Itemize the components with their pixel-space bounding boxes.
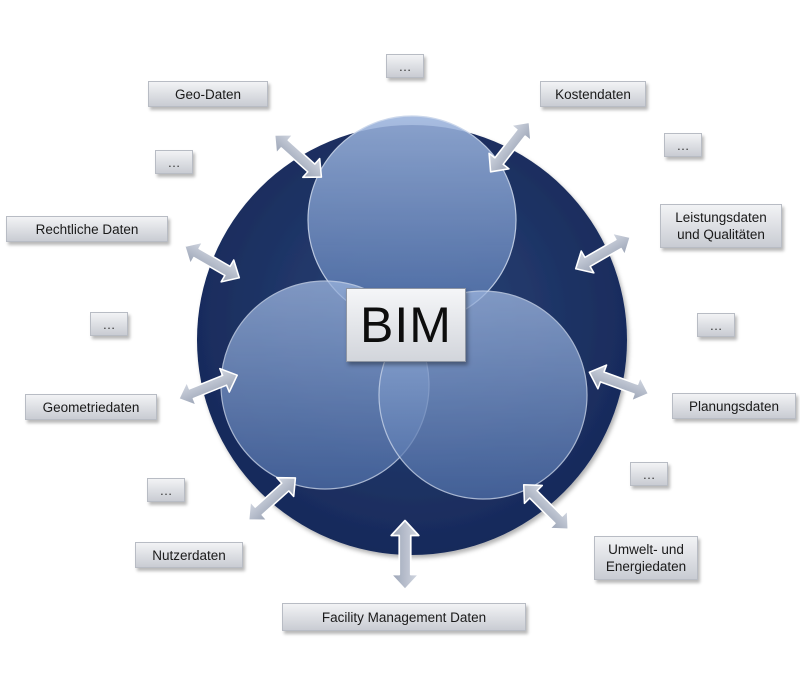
label-dots-mid-left: … <box>90 312 128 336</box>
label-leistungsdaten: Leistungsdaten und Qualitäten <box>660 204 782 248</box>
label-dots-upper-right: … <box>664 133 702 157</box>
label-geo-daten: Geo-Daten <box>148 81 268 107</box>
label-geometriedaten: Geometriedaten <box>25 394 157 420</box>
label-dots-top: … <box>386 54 424 78</box>
label-dots-lower-right: … <box>630 462 668 486</box>
bim-center-label: BIM <box>346 288 466 362</box>
label-facility-management: Facility Management Daten <box>282 603 526 631</box>
label-dots-lower-left: … <box>147 478 185 502</box>
label-rechtliche-daten: Rechtliche Daten <box>6 216 168 242</box>
label-umwelt-energiedaten: Umwelt- und Energiedaten <box>594 536 698 580</box>
label-dots-upper-left: … <box>155 150 193 174</box>
label-nutzerdaten: Nutzerdaten <box>135 542 243 568</box>
label-kostendaten: Kostendaten <box>540 81 646 107</box>
label-dots-mid-right: … <box>697 313 735 337</box>
label-planungsdaten: Planungsdaten <box>672 393 796 419</box>
arrow-facility <box>390 519 420 591</box>
